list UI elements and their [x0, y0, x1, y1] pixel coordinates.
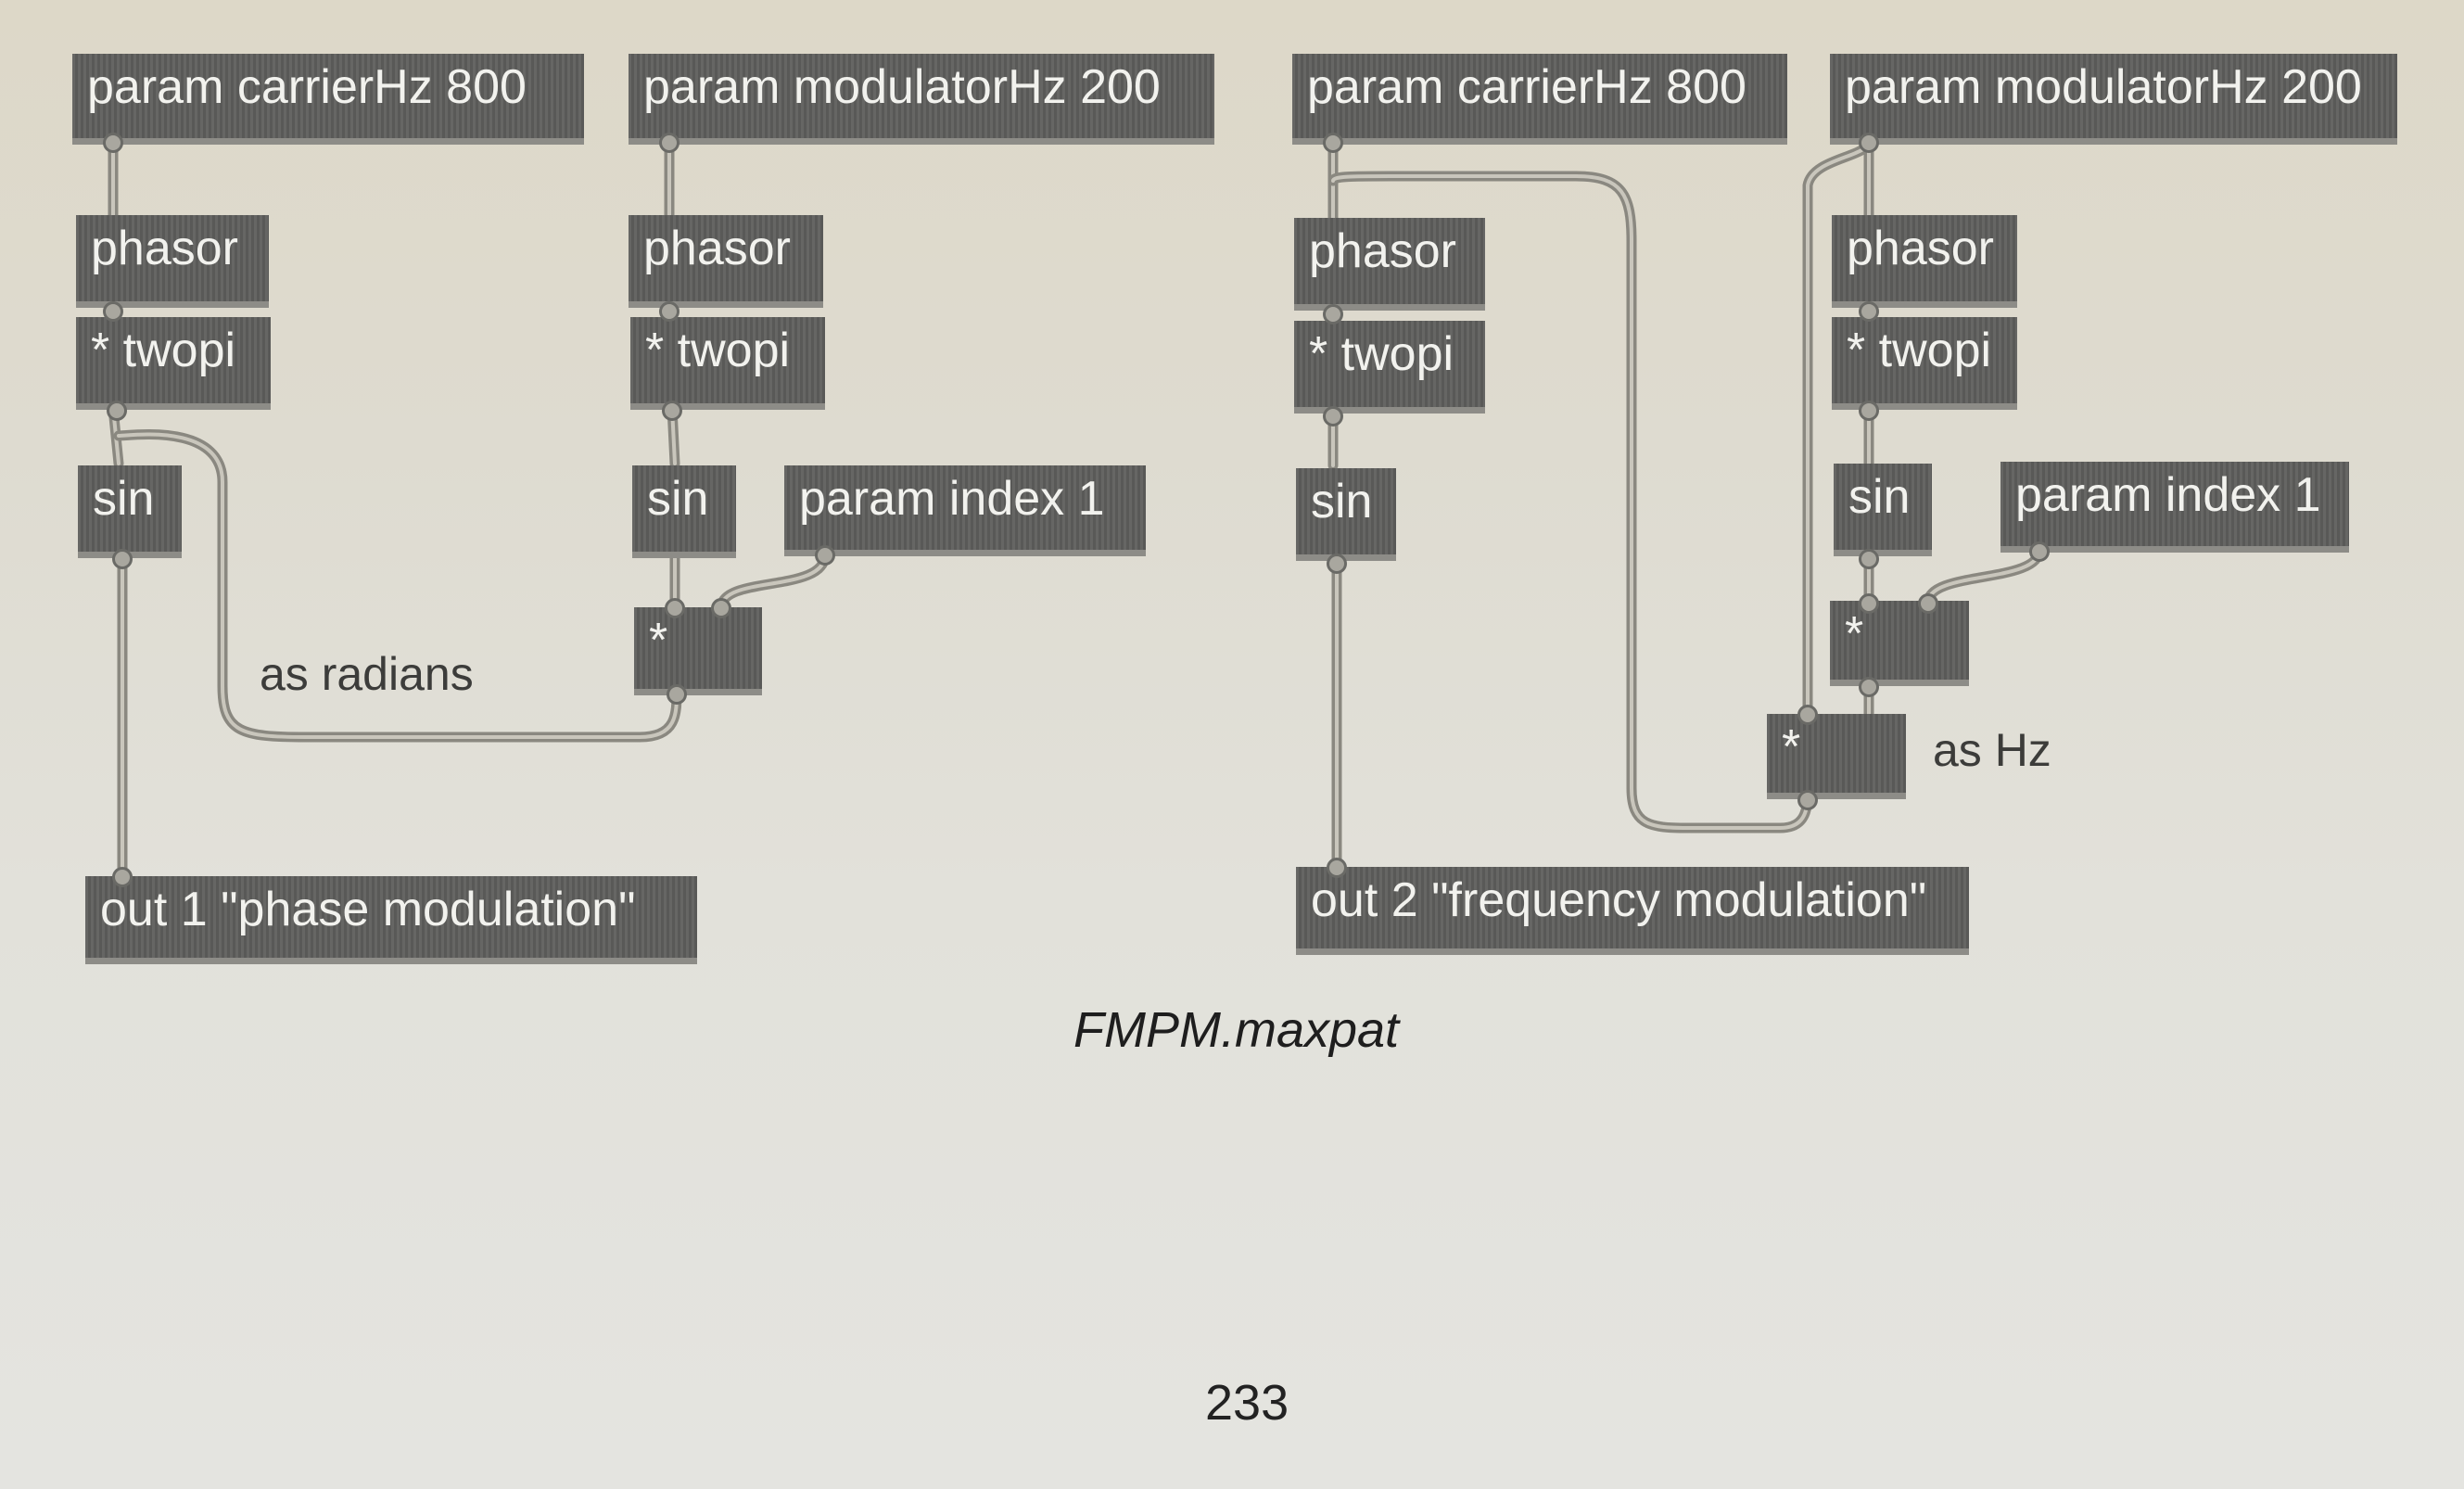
left-index-param[interactable]: param index 1: [784, 465, 1146, 556]
port-dot[interactable]: [103, 133, 123, 153]
left-phasor-modulator[interactable]: phasor: [629, 215, 823, 308]
right-multiply-hz-label: *: [1782, 720, 1801, 774]
figure-caption: FMPM.maxpat: [1073, 1002, 1400, 1058]
port-dot[interactable]: [662, 401, 682, 421]
port-dot[interactable]: [1323, 406, 1343, 426]
left-twopi-carrier[interactable]: * twopi: [76, 317, 271, 410]
left-modulator-param-label: param modulatorHz 200: [643, 60, 1161, 114]
right-twopi-carrier[interactable]: * twopi: [1294, 321, 1485, 414]
left-annotation-as-radians: as radians: [260, 648, 474, 700]
right-twopi-modulator[interactable]: * twopi: [1832, 317, 2017, 410]
right-modulator-param-label: param modulatorHz 200: [1845, 60, 2362, 114]
right-sin-modulator[interactable]: sin: [1834, 464, 1932, 556]
left-phasor-carrier-label: phasor: [91, 222, 238, 275]
left-out-phase-modulation[interactable]: out 1 "phase modulation": [85, 876, 697, 964]
right-carrier-param[interactable]: param carrierHz 800: [1292, 54, 1787, 145]
right-index-param[interactable]: param index 1: [2000, 462, 2349, 553]
left-twopi-modulator-label: * twopi: [645, 324, 791, 377]
right-out-frequency-modulation[interactable]: out 2 "frequency modulation": [1296, 867, 1969, 955]
port-dot[interactable]: [1859, 301, 1879, 322]
port-dot[interactable]: [667, 684, 687, 705]
port-dot[interactable]: [659, 133, 680, 153]
port-dot[interactable]: [1323, 304, 1343, 325]
right-sin-carrier[interactable]: sin: [1296, 468, 1396, 561]
port-dot[interactable]: [1918, 593, 1938, 614]
port-dot[interactable]: [1797, 790, 1818, 810]
right-twopi-carrier-label: * twopi: [1309, 327, 1454, 381]
right-sin-modulator-label: sin: [1848, 470, 1911, 524]
right-sin-carrier-label: sin: [1311, 475, 1373, 528]
port-dot[interactable]: [112, 549, 133, 569]
left-multiply[interactable]: *: [634, 607, 762, 695]
right-multiply-index-label: *: [1845, 607, 1864, 661]
port-dot[interactable]: [1859, 677, 1879, 697]
port-dot[interactable]: [2029, 541, 2050, 562]
port-dot[interactable]: [1859, 593, 1879, 614]
port-dot[interactable]: [1859, 549, 1879, 569]
port-dot[interactable]: [711, 598, 731, 618]
port-dot[interactable]: [1327, 554, 1347, 574]
right-phasor-carrier[interactable]: phasor: [1294, 218, 1485, 311]
right-phasor-carrier-label: phasor: [1309, 224, 1456, 278]
left-sin-modulator[interactable]: sin: [632, 465, 736, 558]
left-sin-modulator-label: sin: [647, 472, 709, 526]
port-dot[interactable]: [103, 301, 123, 322]
right-out-label: out 2 "frequency modulation": [1311, 873, 1927, 927]
left-phasor-carrier[interactable]: phasor: [76, 215, 269, 308]
port-dot[interactable]: [1323, 133, 1343, 153]
right-annotation-as-hz: as Hz: [1933, 724, 2051, 776]
port-dot[interactable]: [107, 401, 127, 421]
right-carrier-param-label: param carrierHz 800: [1307, 60, 1746, 114]
left-sin-carrier-label: sin: [93, 472, 155, 526]
right-multiply-hz[interactable]: *: [1767, 714, 1906, 799]
right-phasor-modulator[interactable]: phasor: [1832, 215, 2017, 308]
port-dot[interactable]: [112, 867, 133, 887]
port-dot[interactable]: [1327, 858, 1347, 878]
left-multiply-label: *: [649, 614, 668, 668]
left-out-label: out 1 "phase modulation": [100, 883, 636, 936]
left-modulator-param[interactable]: param modulatorHz 200: [629, 54, 1214, 145]
left-index-param-label: param index 1: [799, 472, 1105, 526]
right-index-param-label: param index 1: [2015, 468, 2321, 522]
left-twopi-carrier-label: * twopi: [91, 324, 236, 377]
right-multiply-index[interactable]: *: [1830, 601, 1969, 686]
right-twopi-modulator-label: * twopi: [1847, 324, 1992, 377]
page-number: 233: [1205, 1375, 1289, 1431]
left-carrier-param[interactable]: param carrierHz 800: [72, 54, 584, 145]
left-sin-carrier[interactable]: sin: [78, 465, 182, 558]
port-dot[interactable]: [665, 598, 685, 618]
left-carrier-param-label: param carrierHz 800: [87, 60, 527, 114]
left-twopi-modulator[interactable]: * twopi: [630, 317, 825, 410]
left-phasor-modulator-label: phasor: [643, 222, 791, 275]
port-dot[interactable]: [1859, 401, 1879, 421]
port-dot[interactable]: [1859, 133, 1879, 153]
port-dot[interactable]: [659, 301, 680, 322]
port-dot[interactable]: [815, 545, 835, 566]
port-dot[interactable]: [1797, 705, 1818, 725]
right-phasor-modulator-label: phasor: [1847, 222, 1994, 275]
right-modulator-param[interactable]: param modulatorHz 200: [1830, 54, 2397, 145]
